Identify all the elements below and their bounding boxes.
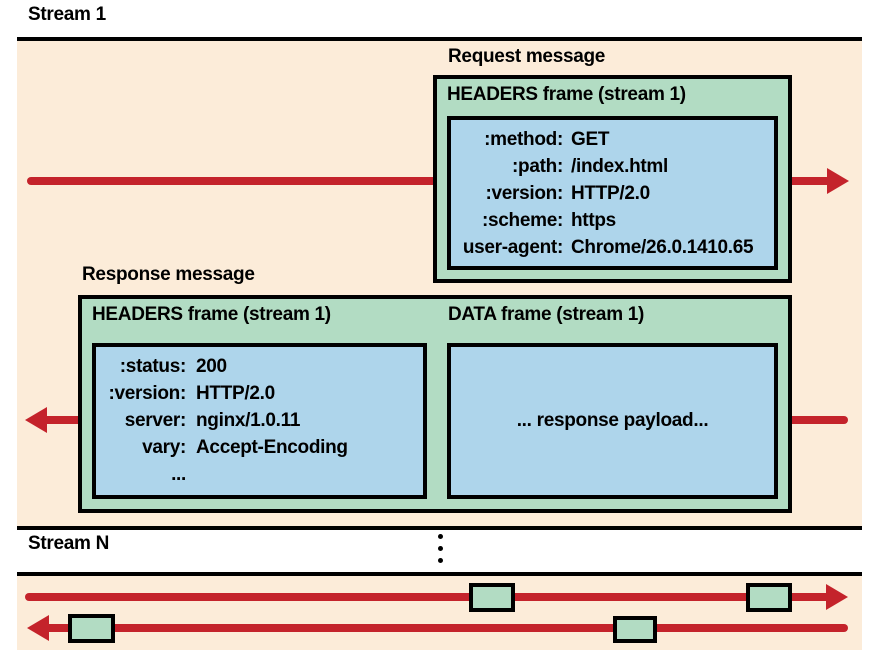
header-row: :version: HTTP/2.0 (451, 180, 774, 207)
header-row: :status: 200 (96, 353, 423, 380)
header-key: :scheme: (481, 210, 563, 231)
response-arrow-line-right (792, 416, 848, 424)
header-row: vary: Accept-Encoding (96, 434, 423, 461)
vertical-ellipsis-icon (438, 534, 443, 563)
header-key: :path: (512, 156, 563, 177)
header-key: vary: (142, 437, 186, 458)
request-message-label: Request message (448, 46, 606, 67)
streamN-label: Stream N (28, 533, 110, 554)
streamN-response-arrow-line (48, 624, 848, 632)
header-row: user-agent: Chrome/26.0.1410.65 (451, 234, 774, 261)
response-headers-frame-title: HEADERS frame (stream 1) (92, 304, 331, 325)
header-value: HTTP/2.0 (196, 383, 275, 404)
request-headers-box: :method: GET :path: /index.html :version: H… (447, 116, 778, 270)
request-headers-frame-title: HEADERS frame (stream 1) (447, 84, 686, 105)
request-arrow-line-left (27, 177, 433, 185)
streamN-frame-chunk (746, 583, 792, 612)
header-value: 200 (196, 356, 227, 377)
header-key: server: (124, 410, 187, 431)
header-value: HTTP/2.0 (571, 183, 650, 204)
header-key: user-agent: (462, 237, 563, 258)
streamN-request-arrow-line (25, 593, 827, 601)
header-value: /index.html (571, 156, 668, 177)
response-data-box: ... response payload... (447, 343, 778, 499)
streamN-frame-chunk (469, 583, 515, 612)
streamN-band (17, 572, 862, 650)
request-arrow-line-right (792, 177, 828, 185)
response-payload-text: ... response payload... (516, 410, 709, 431)
streamN-arrowhead-right-icon (826, 584, 848, 610)
header-key: :version: (108, 383, 186, 404)
header-value: GET (571, 129, 610, 150)
response-arrowhead-left-icon (25, 407, 47, 433)
streamN-frame-chunk (68, 614, 115, 643)
header-key: :status: (119, 356, 187, 377)
response-message-label: Response message (82, 264, 255, 285)
header-row: server: nginx/1.0.11 (96, 407, 423, 434)
header-row: ... (96, 461, 423, 488)
header-row: :version: HTTP/2.0 (96, 380, 423, 407)
header-value: Accept-Encoding (196, 437, 348, 458)
streamN-frame-chunk (613, 616, 657, 643)
streamN-arrowhead-left-icon (27, 615, 49, 641)
header-key: :version: (485, 183, 563, 204)
response-headers-box: :status: 200 :version: HTTP/2.0 server: ngi… (92, 343, 427, 499)
request-arrowhead-right-icon (827, 168, 849, 194)
header-value: https (571, 210, 616, 231)
header-key: :method: (484, 129, 563, 150)
header-value: nginx/1.0.11 (196, 410, 301, 431)
response-arrow-line-left (46, 416, 78, 424)
header-value: Chrome/26.0.1410.65 (571, 237, 754, 258)
stream1-label: Stream 1 (28, 4, 106, 25)
header-key: ... (171, 464, 186, 485)
header-row: :method: GET (451, 126, 774, 153)
header-row: :scheme: https (451, 207, 774, 234)
response-data-frame-title: DATA frame (stream 1) (448, 304, 645, 325)
header-row: :path: /index.html (451, 153, 774, 180)
